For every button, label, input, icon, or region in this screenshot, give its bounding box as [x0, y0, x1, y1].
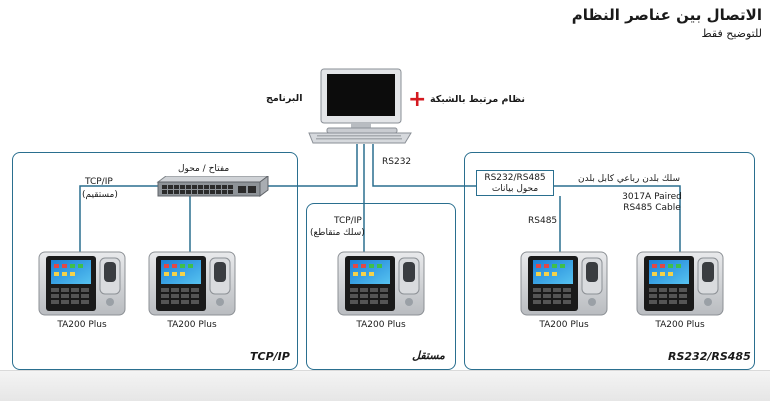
diagram-subtitle: للتوضيح فقط — [701, 27, 762, 40]
converter-line-1: RS232/RS485 — [484, 173, 546, 183]
standalone-panel-label: مستقل — [412, 349, 445, 362]
tcpip-crossover-label: TCP/IP — [334, 216, 362, 226]
plus-icon: + — [408, 87, 427, 112]
tcpip-panel — [12, 152, 298, 370]
belden-cable-label: سلك بلدن رباعي كابل بلدن — [578, 174, 680, 184]
rs485-label: RS485 — [528, 216, 558, 226]
tcpip-crossover-sub: (سلك متقاطع) — [310, 228, 365, 238]
paired-cable-label: 3017A Paired RS485 Cable — [612, 192, 692, 214]
ta200-terminal-1 — [38, 251, 126, 317]
paired-cable-line-2: RS485 Cable — [623, 203, 681, 213]
rs485-panel-label: RS232/RS485 — [668, 350, 751, 363]
converter-to-device-5-line — [554, 185, 681, 258]
switch-to-device-1-line — [79, 185, 160, 258]
switch-label: مفتاح / محول — [178, 164, 230, 174]
ta200-terminal-4 — [520, 251, 608, 317]
pc-to-converter-line — [372, 144, 476, 187]
ta200-terminal-5 — [636, 251, 724, 317]
tcpip-panel-label: TCP/IP — [250, 350, 290, 363]
tcpip-straight-sub: (مستقيم) — [82, 190, 118, 200]
computer-icon — [307, 67, 415, 147]
converter-line-2: محول بيانات — [491, 184, 539, 194]
device-name-4: TA200 Plus — [539, 320, 589, 330]
device-name-5: TA200 Plus — [655, 320, 705, 330]
diagram-title: الاتصال بين عناصر النظام — [571, 6, 762, 24]
device-name-3: TA200 Plus — [356, 320, 406, 330]
device-name-1: TA200 Plus — [57, 320, 107, 330]
ta200-terminal-2 — [148, 251, 236, 317]
standalone-panel — [306, 203, 456, 370]
footer-bar — [0, 370, 770, 401]
pc-to-switch-line — [268, 144, 358, 187]
rs232-rs485-converter: RS232/RS485 محول بيانات — [476, 170, 554, 196]
ta200-terminal-3 — [337, 251, 425, 317]
network-system-label: نظام مرتبط بالشبكة — [430, 94, 525, 105]
software-label: البرنامج — [266, 93, 303, 104]
rs485-panel — [464, 152, 755, 370]
rs232-label: RS232 — [382, 157, 412, 167]
tcpip-straight-label: TCP/IP — [85, 177, 113, 187]
paired-cable-line-1: 3017A Paired — [622, 192, 682, 202]
device-name-2: TA200 Plus — [167, 320, 217, 330]
network-switch-icon — [156, 176, 270, 198]
